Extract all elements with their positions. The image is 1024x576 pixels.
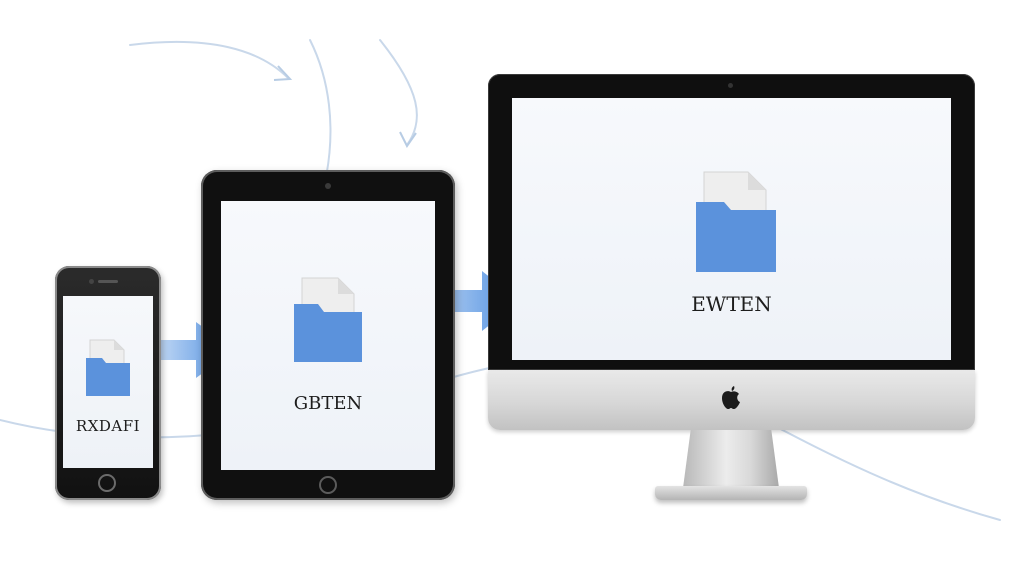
folder-icon[interactable] bbox=[292, 276, 364, 364]
phone-home-button bbox=[98, 474, 116, 492]
tablet-home-button bbox=[319, 476, 337, 494]
monitor-chin bbox=[488, 370, 975, 430]
tablet-camera bbox=[325, 183, 331, 189]
folder-icon[interactable] bbox=[694, 170, 778, 274]
tablet-folder-label: GBTEN bbox=[293, 393, 363, 414]
monitor-folder-label: EWTEN bbox=[691, 292, 772, 316]
phone-speaker bbox=[98, 280, 118, 283]
monitor-camera bbox=[728, 83, 733, 88]
tablet bbox=[201, 170, 455, 500]
monitor-bezel bbox=[488, 74, 975, 370]
monitor-stand-foot bbox=[655, 486, 807, 500]
folder-icon[interactable] bbox=[84, 338, 132, 398]
monitor-stand-neck bbox=[683, 430, 779, 488]
desktop-monitor bbox=[488, 74, 975, 430]
phone-camera bbox=[89, 279, 94, 284]
phone-folder-label: RXDAFI bbox=[75, 417, 141, 435]
apple-logo-icon bbox=[722, 386, 740, 409]
